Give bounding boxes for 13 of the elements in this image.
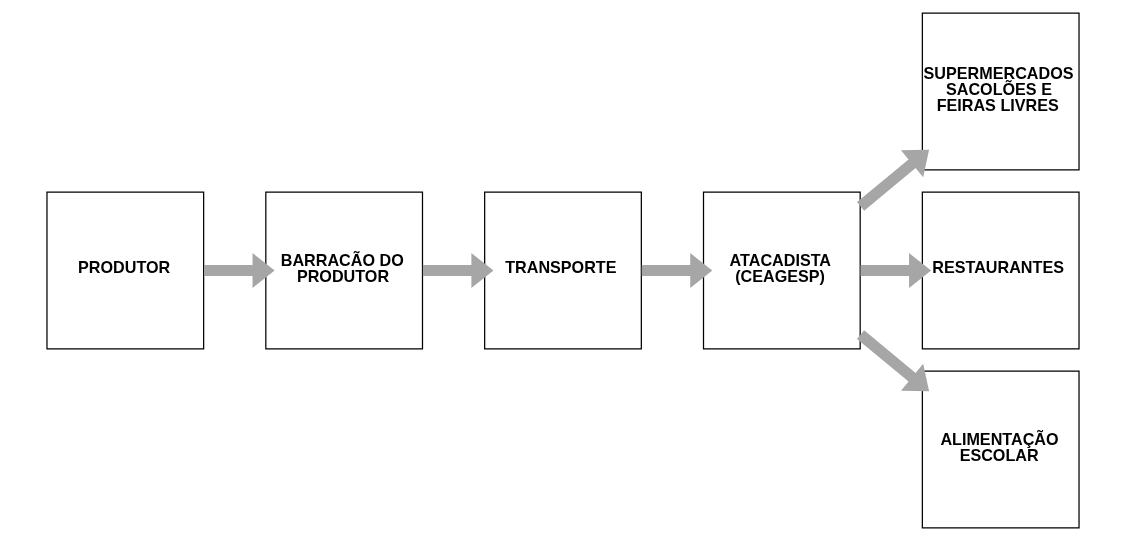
arrow <box>860 253 932 288</box>
arrow <box>204 253 275 288</box>
node-box: PRODUTOR <box>46 191 205 350</box>
arrow <box>857 149 930 211</box>
arrow <box>422 253 494 288</box>
node-box: SUPERMERCADOS SACOLÕES E FEIRAS LIVRES <box>921 12 1080 171</box>
node-box: RESTAURANTES <box>921 191 1080 350</box>
arrow <box>641 253 713 288</box>
node-box: BARRACÃO DO PRODUTOR <box>265 191 424 350</box>
arrow <box>857 330 930 392</box>
node-box: ALIMENTAÇÃO ESCOLAR <box>921 370 1080 529</box>
node-box: TRANSPORTE <box>484 191 642 350</box>
node-box: ATACADISTA (CEAGESP) <box>702 191 861 350</box>
